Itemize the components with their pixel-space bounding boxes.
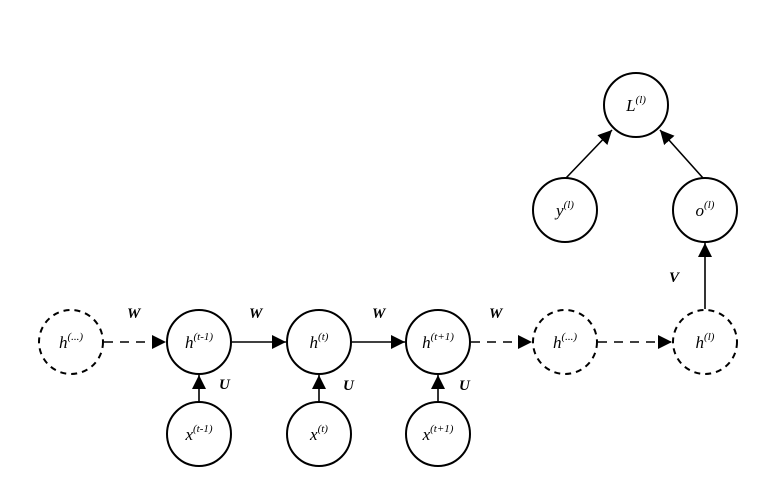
weight-label-V: V [669,270,681,286]
node-h-prev: h(...) [38,309,104,375]
node-L-l: L(l) [603,72,669,138]
node-h-t-minus-1: h(t-1) [166,309,232,375]
node-label: x(t-1) [184,423,212,444]
node-h-l: h(l) [672,309,738,375]
node-label: h(t+1) [422,331,454,352]
node-h-next: h(...) [532,309,598,375]
weight-label-W: W [489,306,504,322]
node-label: x(t) [309,423,328,444]
node-label: h(...) [59,331,83,352]
node-x-t-minus-1: x(t-1) [166,401,232,467]
node-label: h(l) [696,331,715,352]
node-o-l: o(l) [672,177,738,243]
weight-label-U: U [459,378,471,394]
weight-label-W: W [127,306,142,322]
node-label: L(l) [625,94,646,115]
node-y-l: y(l) [532,177,598,243]
node-x-t: x(t) [286,401,352,467]
node-h-t-plus-1: h(t+1) [405,309,471,375]
weight-label-U: U [343,378,355,394]
node-label: y(l) [554,199,574,220]
weight-label-W: W [249,306,264,322]
node-label: h(t-1) [185,331,213,352]
node-label: o(l) [696,199,715,220]
node-h-t: h(t) [286,309,352,375]
node-label: h(...) [553,331,577,352]
weight-label-U: U [219,377,231,393]
weight-label-W: W [372,306,387,322]
node-label: h(t) [310,331,329,352]
node-label: x(t+1) [422,423,454,444]
node-x-t-plus-1: x(t+1) [405,401,471,467]
edge-ol-Ll [659,129,704,179]
edge-yl-Ll [565,129,613,179]
